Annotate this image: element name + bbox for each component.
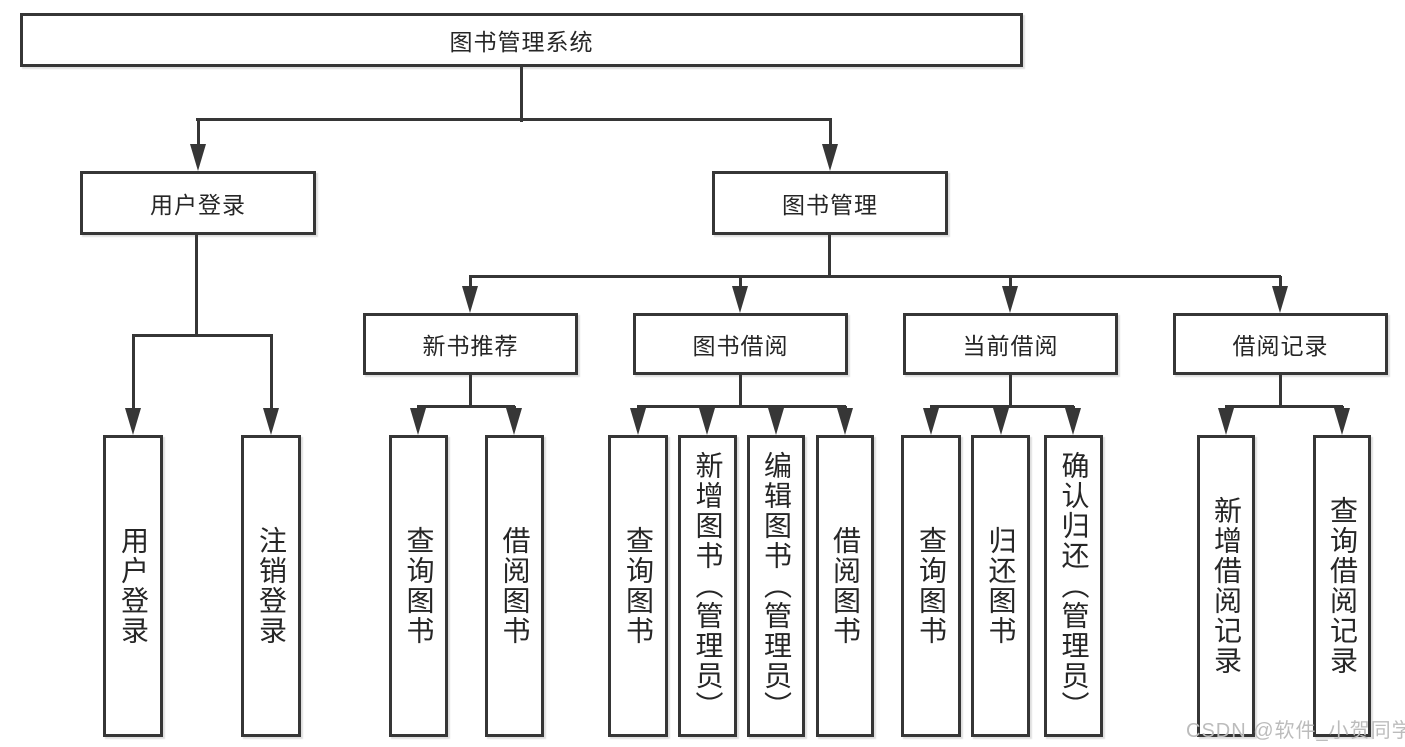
arrowhead-down-icon (732, 286, 748, 313)
leaf-user-login: 用户登录 (103, 435, 163, 737)
leaf-return-books: 归还图书 (971, 435, 1030, 737)
connector-line (469, 275, 1281, 278)
connector-line (1225, 405, 1343, 408)
node-user-login: 用户登录 (80, 171, 316, 235)
connector-line (739, 276, 742, 290)
node-new-book-recommendation: 新书推荐 (363, 313, 578, 375)
connector-line (520, 67, 523, 122)
arrowhead-down-icon (1065, 408, 1081, 435)
connector-line (1279, 276, 1282, 290)
connector-line (417, 405, 515, 408)
connector-line (637, 405, 846, 408)
node-library-management-system: 图书管理系统 (20, 13, 1023, 67)
arrowhead-down-icon (768, 408, 784, 435)
arrowhead-down-icon (699, 408, 715, 435)
leaf-confirm-return-admin: 确认归还（管理员） (1044, 435, 1103, 737)
arrowhead-down-icon (1218, 408, 1234, 435)
csdn-watermark: CSDN @软件_小贺同学 (1186, 720, 1405, 742)
arrowhead-down-icon (462, 286, 478, 313)
leaf-query-borrow-record: 查询借阅记录 (1313, 435, 1371, 737)
leaf-query-books-current: 查询图书 (901, 435, 961, 737)
arrowhead-down-icon (1002, 286, 1018, 313)
connector-line (197, 119, 200, 147)
connector-line (1009, 276, 1012, 290)
connector-line (196, 118, 832, 121)
node-borrowing-records: 借阅记录 (1173, 313, 1388, 375)
node-book-management: 图书管理 (712, 171, 948, 235)
arrowhead-down-icon (1334, 408, 1350, 435)
arrowhead-down-icon (1272, 286, 1288, 313)
arrowhead-down-icon (263, 408, 279, 435)
connector-line (195, 235, 198, 337)
connector-line (132, 334, 273, 337)
arrowhead-down-icon (923, 408, 939, 435)
arrowhead-down-icon (506, 408, 522, 435)
arrowhead-down-icon (837, 408, 853, 435)
connector-line (469, 375, 472, 408)
leaf-logout: 注销登录 (241, 435, 301, 737)
connector-line (270, 335, 273, 412)
connector-line (1279, 375, 1282, 408)
arrowhead-down-icon (410, 408, 426, 435)
leaf-add-borrow-record: 新增借阅记录 (1197, 435, 1255, 737)
node-book-borrowing: 图书借阅 (633, 313, 848, 375)
leaf-query-books-recommend: 查询图书 (389, 435, 448, 737)
connector-line (828, 235, 831, 278)
leaf-borrow-books-recommend: 借阅图书 (485, 435, 544, 737)
leaf-query-books-borrowing: 查询图书 (608, 435, 668, 737)
arrowhead-down-icon (630, 408, 646, 435)
connector-line (469, 276, 472, 290)
leaf-edit-book-admin: 编辑图书（管理员） (747, 435, 805, 737)
connector-line (829, 119, 832, 147)
leaf-add-book-admin: 新增图书（管理员） (678, 435, 737, 737)
arrowhead-down-icon (125, 408, 141, 435)
arrowhead-down-icon (190, 144, 206, 171)
leaf-borrow-books-borrowing: 借阅图书 (816, 435, 874, 737)
node-current-borrowing: 当前借阅 (903, 313, 1118, 375)
arrowhead-down-icon (822, 144, 838, 171)
connector-line (1009, 375, 1012, 408)
arrowhead-down-icon (993, 408, 1009, 435)
connector-line (132, 335, 135, 412)
connector-line (739, 375, 742, 408)
